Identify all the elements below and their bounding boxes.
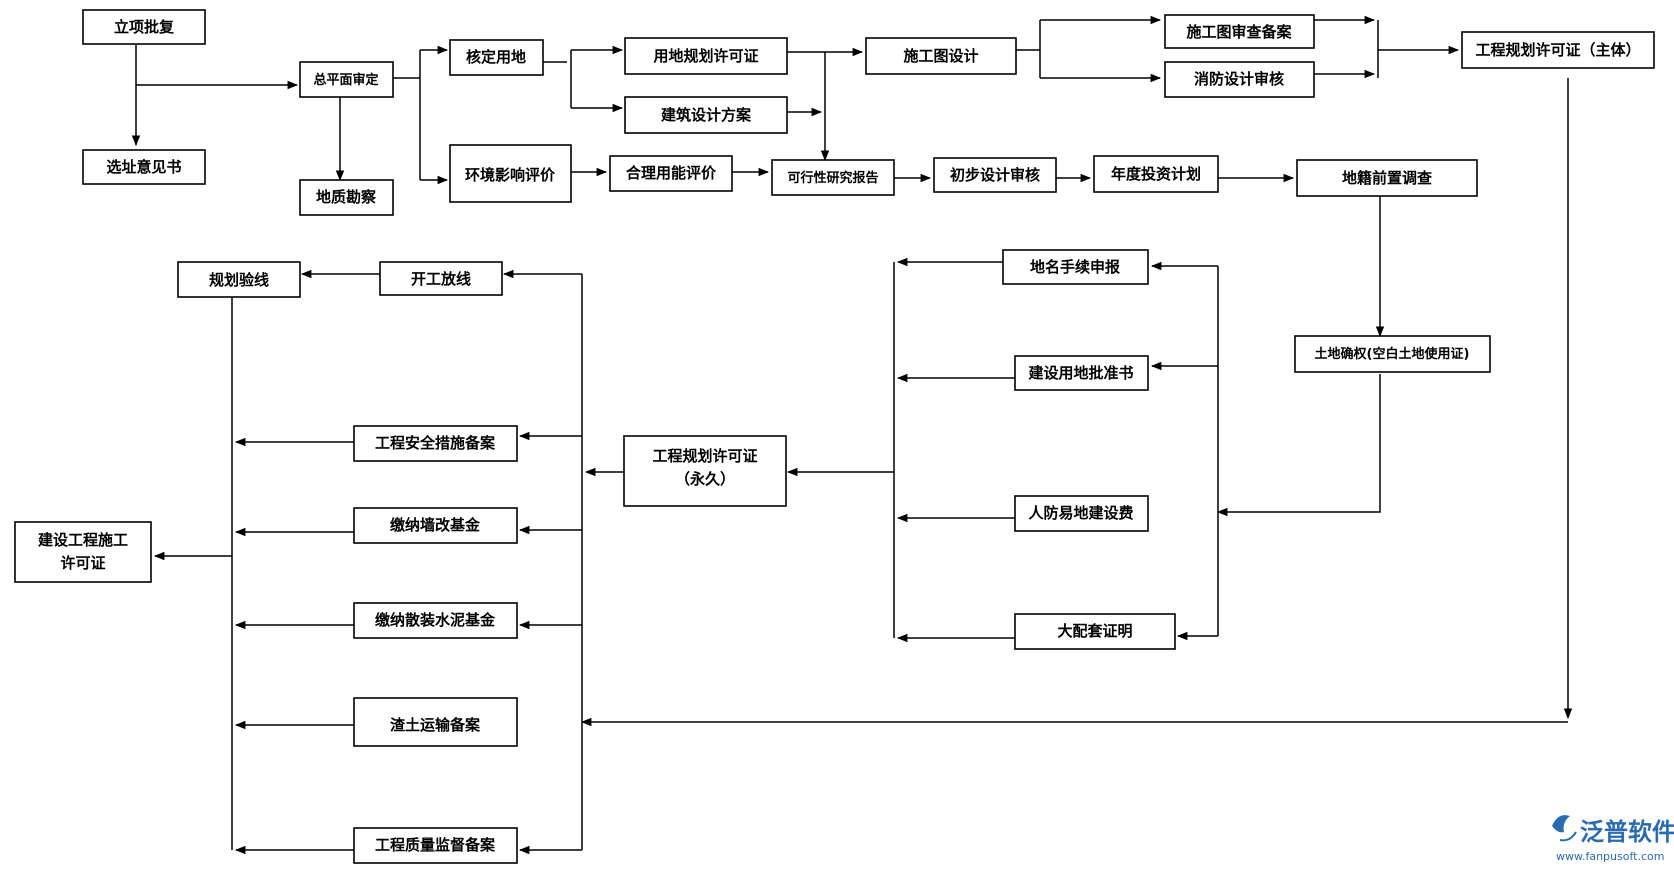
node-xuanzhi: 选址意见书 [82, 149, 206, 185]
svg-text:缴纳墙改基金: 缴纳墙改基金 [390, 516, 481, 534]
node-dapeitao: 大配套证明 [1014, 613, 1176, 650]
node-xiaofang: 消防设计审核 [1164, 61, 1315, 98]
svg-text:工程规划许可证（主体）: 工程规划许可证（主体） [1475, 41, 1640, 59]
node-lixiang: 立项批复 [82, 9, 206, 45]
svg-text:施工图设计: 施工图设计 [903, 47, 978, 65]
node-gongchengguihua-main: 工程规划许可证（主体） [1461, 31, 1655, 69]
svg-text:工程规划许可证: 工程规划许可证 [652, 447, 757, 465]
svg-text:用地规划许可证: 用地规划许可证 [653, 47, 758, 65]
node-tushencha: 施工图审查备案 [1164, 14, 1315, 49]
node-gongchengguihua-perm: 工程规划许可证 （永久） [623, 435, 787, 507]
svg-text:地质勘察: 地质勘察 [316, 188, 377, 206]
brand-logo-icon [1552, 815, 1577, 842]
svg-text:建设用地批准书: 建设用地批准书 [1028, 364, 1133, 382]
node-hedingyongdi: 核定用地 [449, 39, 544, 76]
node-zongpingmian: 总平面审定 [299, 61, 394, 98]
svg-text:土地确权(空白土地使用证): 土地确权(空白土地使用证) [1315, 346, 1470, 362]
node-zhiliang: 工程质量监督备案 [353, 827, 518, 864]
svg-text:建设工程施工: 建设工程施工 [38, 531, 128, 549]
svg-text:工程安全措施备案: 工程安全措施备案 [375, 434, 496, 452]
svg-text:地名手续申报: 地名手续申报 [1030, 258, 1120, 276]
node-kexingxing: 可行性研究报告 [771, 159, 895, 196]
node-zhatu: 渣土运输备案 [353, 697, 518, 747]
svg-text:年度投资计划: 年度投资计划 [1111, 165, 1201, 183]
node-kaigong: 开工放线 [379, 261, 503, 296]
node-yongdiguihua: 用地规划许可证 [624, 37, 788, 75]
node-jiansheyongdi: 建设用地批准书 [1014, 355, 1149, 391]
node-renfang: 人防易地建设费 [1014, 495, 1149, 532]
svg-text:许可证: 许可证 [60, 554, 105, 572]
node-chubusheji: 初步设计审核 [933, 157, 1057, 193]
svg-text:环境影响评价: 环境影响评价 [465, 166, 556, 184]
svg-text:大配套证明: 大配套证明 [1057, 622, 1132, 640]
node-sanzhuang: 缴纳散装水泥基金 [353, 602, 518, 639]
svg-text:初步设计审核: 初步设计审核 [950, 166, 1040, 184]
svg-text:总平面审定: 总平面审定 [313, 72, 378, 88]
svg-text:开工放线: 开工放线 [411, 270, 471, 288]
brand-url: www.fanpusoft.com [1556, 850, 1664, 863]
svg-text:地籍前置调查: 地籍前置调查 [1342, 169, 1433, 187]
svg-text:工程质量监督备案: 工程质量监督备案 [375, 836, 496, 854]
svg-text:规划验线: 规划验线 [209, 271, 269, 289]
svg-text:合理用能评价: 合理用能评价 [625, 164, 717, 182]
svg-text:选址意见书: 选址意见书 [106, 158, 181, 176]
node-diming: 地名手续申报 [1002, 249, 1149, 285]
svg-text:立项批复: 立项批复 [114, 18, 175, 36]
svg-text:可行性研究报告: 可行性研究报告 [787, 170, 878, 186]
node-diji: 地籍前置调查 [1296, 159, 1478, 197]
node-dizhi: 地质勘察 [299, 179, 394, 216]
node-tudiquequan: 土地确权(空白土地使用证) [1294, 335, 1491, 373]
node-huanjing: 环境影响评价 [449, 144, 572, 203]
svg-text:（永久）: （永久） [675, 470, 735, 488]
svg-text:缴纳散装水泥基金: 缴纳散装水泥基金 [375, 611, 496, 629]
connectors [131, 15, 1573, 855]
svg-text:消防设计审核: 消防设计审核 [1194, 70, 1284, 88]
node-jianzhusheji: 建筑设计方案 [624, 96, 788, 134]
node-shigongxuke: 建设工程施工 许可证 [14, 521, 152, 583]
node-qianggai: 缴纳墙改基金 [353, 507, 518, 544]
node-niandutouzi: 年度投资计划 [1093, 155, 1219, 193]
svg-text:渣土运输备案: 渣土运输备案 [390, 716, 481, 734]
brand-watermark: 泛普软件 www.fanpusoft.com [1552, 815, 1674, 863]
svg-text:建筑设计方案: 建筑设计方案 [661, 106, 752, 124]
svg-text:核定用地: 核定用地 [466, 48, 526, 66]
node-guihuayanxian: 规划验线 [177, 261, 301, 298]
node-anquan: 工程安全措施备案 [353, 425, 518, 462]
svg-text:人防易地建设费: 人防易地建设费 [1028, 504, 1133, 522]
node-shigongtu: 施工图设计 [865, 37, 1017, 75]
brand-name: 泛普软件 [1580, 818, 1674, 846]
node-helinengping: 合理用能评价 [609, 155, 733, 192]
svg-text:施工图审查备案: 施工图审查备案 [1186, 23, 1292, 41]
